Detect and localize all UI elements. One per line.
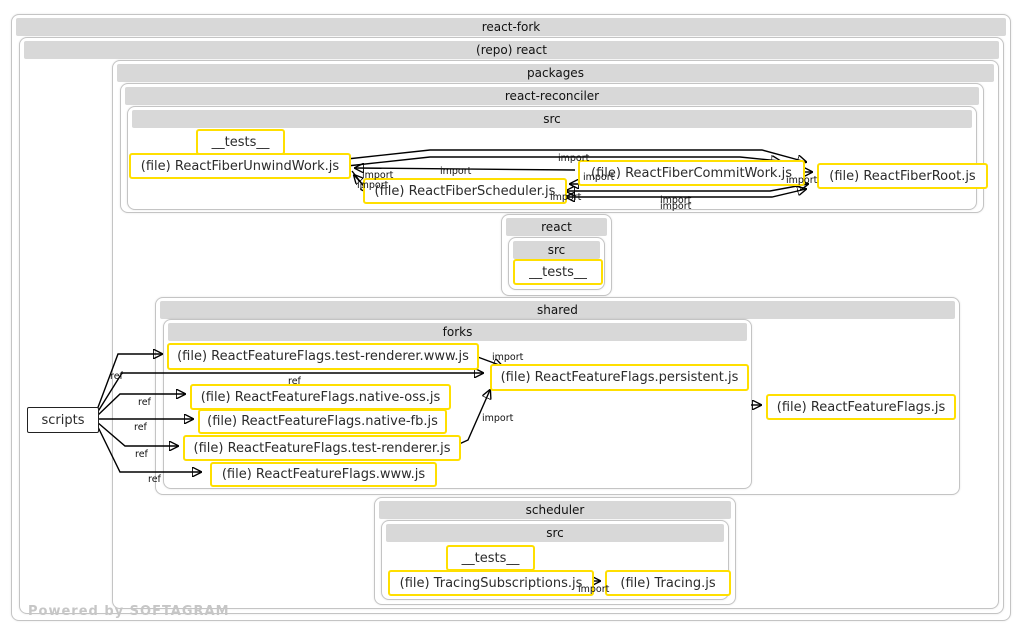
node-file-featureflags-native-fb[interactable]: (file) ReactFeatureFlags.native-fb.js <box>198 409 447 434</box>
edge-label-import: import <box>550 192 582 203</box>
softagram-watermark: Powered by SOFTAGRAM <box>28 604 230 619</box>
container-title-packages[interactable]: packages <box>117 64 994 82</box>
container-title-shared[interactable]: shared <box>160 301 955 319</box>
edge-label-ref: ref <box>134 422 147 433</box>
edge-label-import: import <box>786 175 818 186</box>
node-file-reactfiberunwindwork[interactable]: (file) ReactFiberUnwindWork.js <box>129 153 351 179</box>
container-title-repo-react[interactable]: (repo) react <box>24 41 999 59</box>
node-file-tracing[interactable]: (file) Tracing.js <box>605 570 731 596</box>
node-scheduler-tests[interactable]: __tests__ <box>446 545 535 571</box>
edge-label-import: import <box>583 172 615 183</box>
node-file-featureflags-www[interactable]: (file) ReactFeatureFlags.www.js <box>210 462 437 487</box>
node-reconciler-tests[interactable]: __tests__ <box>196 129 285 155</box>
node-file-featureflags-test-renderer-www[interactable]: (file) ReactFeatureFlags.test-renderer.w… <box>167 343 479 370</box>
edge-label-import: import <box>660 195 692 206</box>
edge-label-import: import <box>660 201 692 212</box>
node-file-reactfiberroot[interactable]: (file) ReactFiberRoot.js <box>817 163 988 189</box>
container-title-reconciler-src[interactable]: src <box>132 110 972 128</box>
node-file-featureflags-test-renderer[interactable]: (file) ReactFeatureFlags.test-renderer.j… <box>183 435 461 461</box>
edge-label-ref: ref <box>288 376 301 387</box>
node-file-reactfibercommitwork[interactable]: (file) ReactFiberCommitWork.js <box>578 160 805 186</box>
node-file-featureflags-native-oss[interactable]: (file) ReactFeatureFlags.native-oss.js <box>190 384 451 410</box>
edge-label-ref: ref <box>110 371 123 382</box>
edge-label-import: import <box>558 153 590 164</box>
container-title-react[interactable]: react <box>506 218 607 236</box>
edge-label-import: import <box>492 352 524 363</box>
edge-label-ref: ref <box>148 474 161 485</box>
container-title-forks[interactable]: forks <box>168 323 747 341</box>
node-file-featureflags-persistent[interactable]: (file) ReactFeatureFlags.persistent.js <box>490 364 749 391</box>
container-title-scheduler[interactable]: scheduler <box>379 501 731 519</box>
node-react-tests[interactable]: __tests__ <box>513 259 603 285</box>
container-title-react-src[interactable]: src <box>513 241 600 259</box>
edge-label-import: import <box>482 413 514 424</box>
edge-label-import: import <box>440 166 472 177</box>
edge-label-import: import <box>578 584 610 595</box>
node-file-reactfiberscheduler[interactable]: (file) ReactFiberScheduler.js <box>363 178 567 204</box>
edge-label-import: import <box>362 170 394 181</box>
container-title-react-fork[interactable]: react-fork <box>16 18 1006 36</box>
edge-label-import: import <box>357 180 389 191</box>
node-file-featureflags[interactable]: (file) ReactFeatureFlags.js <box>766 394 956 420</box>
node-file-tracingsubscriptions[interactable]: (file) TracingSubscriptions.js <box>388 570 594 596</box>
container-title-react-reconciler[interactable]: react-reconciler <box>125 87 979 105</box>
edge-label-ref: ref <box>138 397 151 408</box>
container-title-scheduler-src[interactable]: src <box>386 524 724 542</box>
edge-label-ref: ref <box>135 449 148 460</box>
node-scripts[interactable]: scripts <box>27 407 99 433</box>
